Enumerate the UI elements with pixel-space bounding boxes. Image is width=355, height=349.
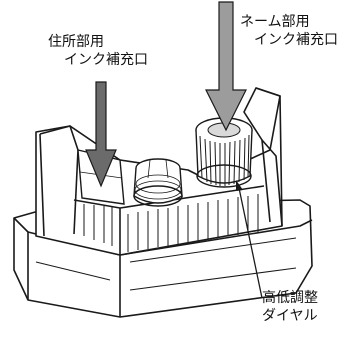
address-port-label-line2: インク補充口	[64, 52, 148, 68]
address-arrow	[85, 81, 117, 188]
front-ribs	[83, 194, 259, 252]
name-port-label-line1: ネーム部用	[240, 14, 310, 30]
center-cylinder	[133, 158, 183, 207]
name-port-label-line2: インク補充口	[254, 32, 338, 48]
dial-label-line2: ダイヤル	[262, 308, 318, 324]
dial-leader-line	[238, 187, 263, 299]
name-arrow	[205, 1, 247, 132]
dial-leader-arrowhead	[236, 180, 243, 191]
dial-label-line1: 高低調整	[262, 290, 318, 306]
address-port-label-line1: 住所部用	[48, 34, 104, 50]
dial-knurling	[199, 134, 250, 186]
